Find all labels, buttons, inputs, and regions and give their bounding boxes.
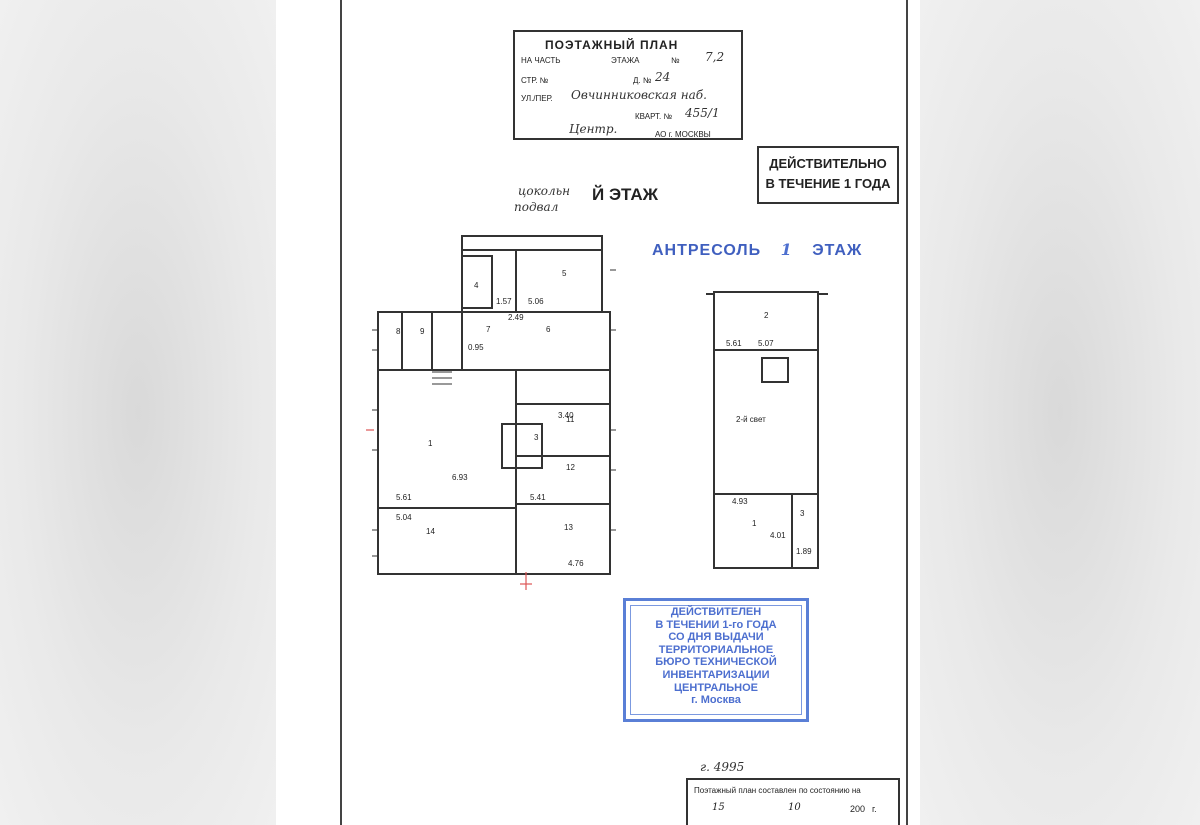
plan-right-label-1: 1 (752, 519, 757, 528)
title-row4-hand: 455/1 (685, 106, 720, 120)
title-box: ПОЭТАЖНЫЙ ПЛАН НА ЧАСТЬ ЭТАЖА № 7,2 СТР.… (513, 30, 743, 140)
stamp-line-2: В ТЕЧЕНИИ 1-го ГОДА (655, 618, 777, 631)
plan-label-8: 8 (396, 327, 401, 336)
stamp-line-1: ДЕЙСТВИТЕЛЕН (670, 606, 762, 618)
plan-dim-561: 5.61 (396, 493, 412, 502)
plan-right-label-3: 3 (800, 509, 805, 518)
stamp-line-3: СО ДНЯ ВЫДАЧИ (668, 631, 764, 644)
stamp-line-6: ИНВЕНТАРИЗАЦИИ (662, 668, 770, 681)
title-row1-floor: ЭТАЖА (611, 56, 640, 65)
plan-dim-157: 1.57 (496, 297, 512, 306)
title-row4-label: КВАРТ. № (635, 112, 673, 121)
title-row3-label: УЛ./ПЕР. (521, 94, 553, 103)
frame-right-line (906, 0, 908, 825)
title-heading: ПОЭТАЖНЫЙ ПЛАН (545, 38, 679, 52)
floor-title-label: Й ЭТАЖ (592, 185, 658, 204)
plan-right-dim-507: 5.07 (758, 339, 774, 348)
background-right (920, 0, 1200, 825)
plan-label-9: 9 (420, 327, 425, 336)
plan-label-4: 4 (474, 281, 479, 290)
bottom-date-month: 10 (788, 802, 801, 813)
bottom-date-text: Поэтажный план составлен по состоянию на (694, 786, 861, 795)
plan-dim-506: 5.06 (528, 297, 544, 306)
plan-label-3: 3 (534, 433, 539, 442)
plan-right-label-light: 2-й свет (736, 415, 766, 424)
plan-label-7: 7 (486, 325, 491, 334)
plan-left-walls (377, 235, 611, 575)
title-row5-hand: Центр. (569, 122, 618, 136)
plan-label-14: 14 (426, 527, 435, 536)
validity-box: ДЕЙСТВИТЕЛЬНО В ТЕЧЕНИЕ 1 ГОДА (757, 146, 899, 204)
title-row2-house: Д. № (633, 76, 652, 85)
plan-right-dim-189: 1.89 (796, 547, 812, 556)
plan-right-walls (706, 291, 828, 569)
frame-left-line (340, 0, 342, 825)
bottom-date-box: Поэтажный план составлен по состоянию на… (686, 778, 900, 825)
plan-label-11: 11 (566, 415, 575, 424)
antresol-label: АНТРЕСОЛЬ (652, 242, 762, 259)
stamp-inner-border (630, 605, 802, 715)
plan-label-6: 6 (546, 325, 551, 334)
stamp-line-8: г. Москва (691, 694, 741, 707)
plan-red-marks (366, 429, 532, 590)
floor-title-hand1: цокольн (518, 184, 571, 198)
validity-line2: В ТЕЧЕНИЕ 1 ГОДА (765, 176, 891, 191)
title-row5-label: АО г. МОСКВЫ (655, 130, 711, 139)
bottom-date-year: 200 (850, 804, 866, 814)
document-sheet: ПОЭТАЖНЫЙ ПЛАН НА ЧАСТЬ ЭТАЖА № 7,2 СТР.… (276, 0, 920, 825)
plan-dim-249: 2.49 (508, 313, 524, 322)
stamp-line-7: ЦЕНТРАЛЬНОЕ (674, 681, 758, 694)
plan-left-ticks (372, 269, 616, 557)
background-left (0, 0, 276, 825)
plan-right-dim-561: 5.61 (726, 339, 742, 348)
bottom-date-day: 15 (712, 802, 725, 813)
antresol-hand: 1 (780, 240, 793, 259)
validity-line1: ДЕЙСТВИТЕЛЬНО (769, 156, 887, 171)
plan-right-labels: 2 1 3 2-й свет 4.93 5.07 5.61 4.01 1.89 (726, 311, 812, 556)
blue-validity-stamp: ДЕЙСТВИТЕЛЕН В ТЕЧЕНИИ 1-го ГОДА СО ДНЯ … (623, 598, 809, 722)
plan-dim-476: 4.76 (568, 559, 584, 568)
bottom-date-year-suffix: г. (872, 804, 877, 814)
plan-right-dim-493: 4.93 (732, 497, 748, 506)
plan-dim-095: 0.95 (468, 343, 484, 352)
title-row3-hand: Овчинниковская наб. (571, 88, 707, 102)
plan-dim-340: 3.40 (558, 411, 574, 420)
title-row1-hand: 7,2 (705, 50, 725, 64)
floor-title-hand2: подвал (514, 200, 559, 214)
plan-left-labels: 5 4 7 6 8 9 3 1 11 12 13 14 1.57 5.06 2.… (396, 269, 584, 568)
floor-plans: 5 4 7 6 8 9 3 1 11 12 13 14 1.57 5.06 2.… (366, 235, 828, 590)
plan-label-1: 1 (428, 439, 433, 448)
plan-dim-541: 5.41 (530, 493, 546, 502)
antresol-suffix: ЭТАЖ (812, 242, 863, 259)
title-row2-label: СТР. № (521, 76, 549, 85)
plan-dim-504: 5.04 (396, 513, 412, 522)
title-row2-hand: 24 (655, 70, 671, 84)
stamp-line-4: ТЕРРИТОРИАЛЬНОЕ (658, 643, 774, 656)
plan-right-dim-401: 4.01 (770, 531, 786, 540)
stamp-line-5: БЮРО ТЕХНИЧЕСКОЙ (655, 656, 777, 669)
plan-label-12: 12 (566, 463, 575, 472)
title-row1-label: НА ЧАСТЬ (521, 56, 561, 65)
antresol-title: АНТРЕСОЛЬ 1 ЭТАЖ (652, 240, 862, 260)
title-row1-no: № (671, 56, 680, 65)
plan-label-13: 13 (564, 523, 573, 532)
bottom-hand-note: г. 4995 (700, 760, 745, 774)
plan-label-5: 5 (562, 269, 567, 278)
plan-dim-693: 6.93 (452, 473, 468, 482)
plan-right-label-2: 2 (764, 311, 769, 320)
